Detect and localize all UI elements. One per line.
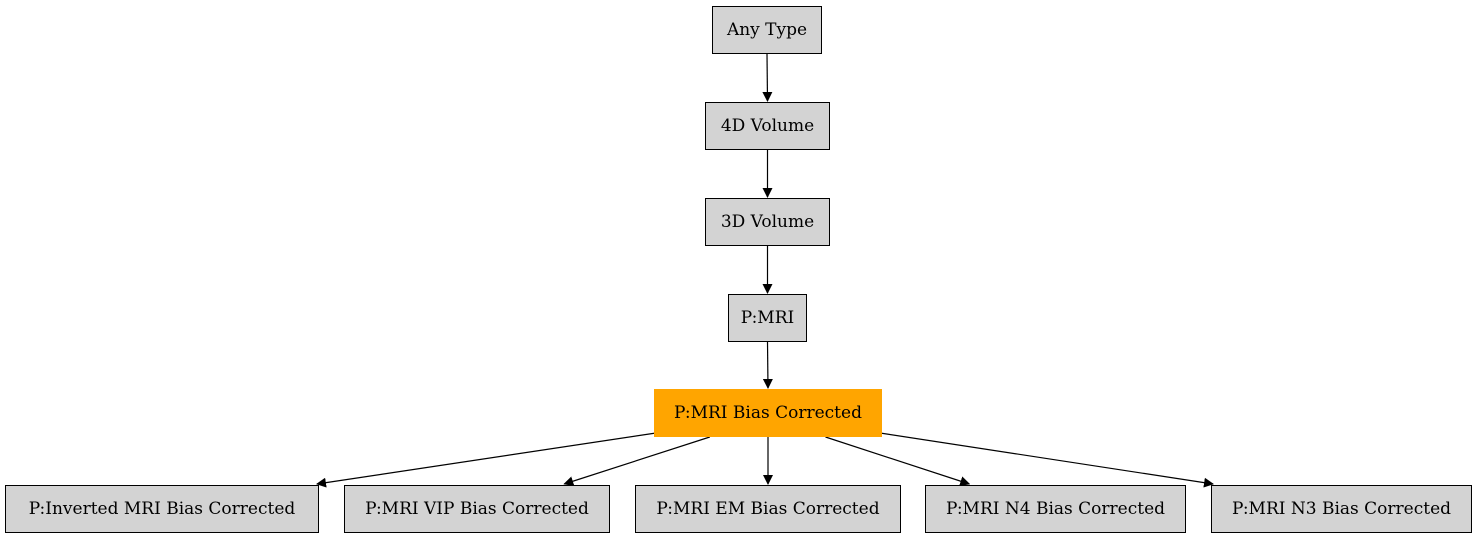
node-label: P:MRI N3 Bias Corrected xyxy=(1231,499,1452,519)
edge-p_mri_bias_corrected-to-p_mri_n4_bias_corrected xyxy=(825,436,971,486)
node-p-mri-vip-bias-corrected[interactable]: P:MRI VIP Bias Corrected xyxy=(344,485,610,533)
node-p-mri[interactable]: P:MRI xyxy=(728,294,807,342)
node-label: Any Type xyxy=(726,20,808,40)
node-label: P:MRI Bias Corrected xyxy=(674,403,862,423)
edge-p_mri_bias_corrected-to-p_mri_vip_bias_corrected xyxy=(563,436,710,486)
node-p-mri-n3-bias-corrected[interactable]: P:MRI N3 Bias Corrected xyxy=(1211,485,1472,533)
edge-p_mri_bias_corrected-to-p_mri_n3_bias_corrected xyxy=(879,432,1214,488)
node-label: P:MRI xyxy=(740,308,795,328)
node-p-mri-em-bias-corrected[interactable]: P:MRI EM Bias Corrected xyxy=(635,485,901,533)
node-p-inverted-mri-bias-corrected[interactable]: P:Inverted MRI Bias Corrected xyxy=(5,485,319,533)
node-3d-volume[interactable]: 3D Volume xyxy=(705,198,830,246)
node-any-type[interactable]: Any Type xyxy=(712,6,822,54)
node-label: 3D Volume xyxy=(720,212,815,232)
edge-p_mri-to-p_mri_bias_corrected xyxy=(762,341,773,389)
node-4d-volume[interactable]: 4D Volume xyxy=(705,102,830,150)
node-label: 4D Volume xyxy=(720,116,815,136)
edge-any_type-to-volume_4d xyxy=(762,53,773,102)
node-p-mri-n4-bias-corrected[interactable]: P:MRI N4 Bias Corrected xyxy=(925,485,1186,533)
node-label: P:MRI EM Bias Corrected xyxy=(656,499,880,519)
edge-p_mri_bias_corrected-to-p_inverted_mri_bias_corrected xyxy=(316,432,657,488)
node-label: P:MRI VIP Bias Corrected xyxy=(365,499,589,519)
node-p-mri-bias-corrected[interactable]: P:MRI Bias Corrected xyxy=(654,389,882,437)
node-label: P:MRI N4 Bias Corrected xyxy=(945,499,1166,519)
node-label: P:Inverted MRI Bias Corrected xyxy=(28,499,296,519)
